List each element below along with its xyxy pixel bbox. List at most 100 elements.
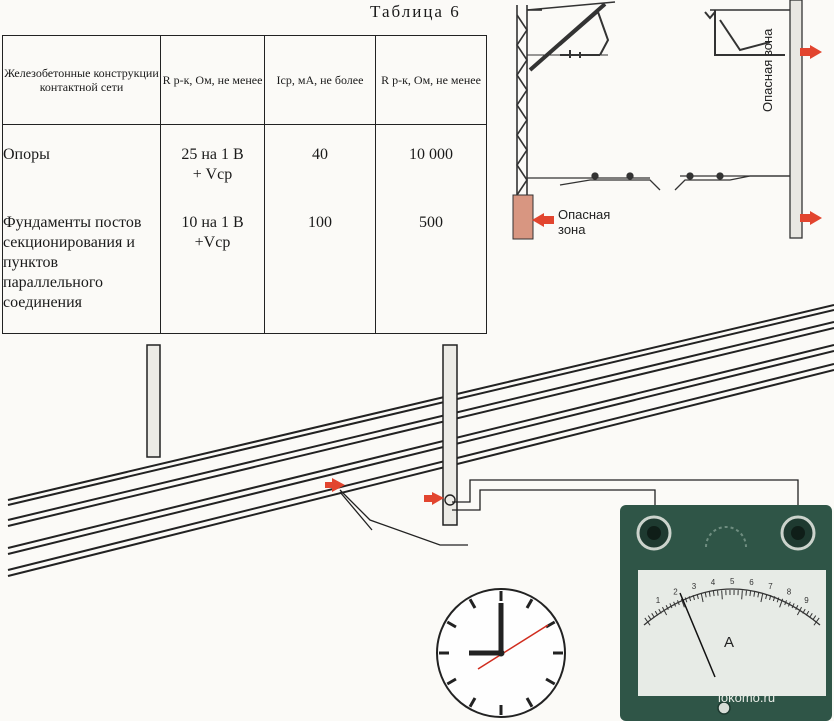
current-value: 100 [308,214,332,231]
ratio-value: 25 на 1 В [181,146,244,163]
meter-tick [749,591,752,597]
danger-arrow-rail [325,478,345,492]
header-resistance: R р-к, Ом, не менее [375,35,487,125]
meter-scale-label: 3 [692,582,697,591]
meter-tick [769,594,772,601]
watermark: lokomo.ru [718,690,776,705]
danger-arrow-right-bottom [800,211,822,225]
clock-tick [525,697,534,708]
meter-tick [673,601,677,607]
meter-tick [791,603,795,609]
header-resistance-ratio-text: R р-к, Ом, не менее [162,73,263,87]
clamp-icon [444,494,456,506]
clock-tick [446,620,457,629]
meter-tick [700,593,704,603]
clock-tick [525,598,534,609]
meter-tick [812,615,817,620]
clock-second-hand [477,624,549,670]
clock-icon [436,588,566,718]
danger-arrow-left [532,213,554,227]
meter-tick [772,596,776,602]
cantilever-left [527,2,610,72]
meter-tick [779,598,784,608]
meter-tick [684,597,688,603]
meter-tick [776,597,780,603]
meter-tick [796,606,803,616]
meter-tick [688,596,692,602]
zero-adjust-icon [705,526,747,548]
resistance-value: 10 000 [409,146,453,163]
meter-tick [692,594,695,601]
measurement-wires [339,479,799,546]
table-body-row: Опоры Фундаменты постов секционирования … [2,124,487,334]
meter-tick [757,592,760,598]
ammeter-needle [679,592,716,678]
foundation-outline [512,194,534,240]
danger-arrow-mast [424,492,444,505]
ratio-extra: +Vср [194,234,231,251]
meter-tick [753,591,756,597]
meter-tick [677,600,680,606]
meter-tick [809,613,813,618]
meter-tick [669,603,673,609]
meter-tick [644,617,651,626]
header-current: Iср, мА, не более [264,35,376,125]
header-current-text: Iср, мА, не более [276,73,364,87]
resistance-cell: 10 000 500 [375,124,487,334]
meter-tick [696,593,699,600]
meter-tick [802,608,806,614]
mast-left-lower [146,344,161,458]
ammeter-unit-label: A [724,634,734,651]
meter-tick [665,605,669,610]
clock-tick [446,677,457,686]
meter-tick [680,598,685,608]
meter-tick [741,590,743,600]
danger-zone-foundation [513,195,533,239]
meter-tick [651,613,655,618]
meter-tick [704,592,707,598]
clock-tick [545,677,556,686]
ratio-cell: 25 на 1 В + Vср 10 на 1 В +Vср [160,124,265,334]
table-caption: Таблица 6 [370,2,461,21]
track-section [527,172,790,191]
table-header-row: Железобетонные конструкции контактной се… [2,35,487,125]
header-structure: Железобетонные конструкции контактной се… [2,35,161,125]
table-row: Опоры [3,146,50,163]
meter-tick [661,606,668,616]
resistance-value: 500 [419,214,443,231]
lattice-mast [516,1,616,196]
cantilever-right [704,9,790,56]
meter-tick [795,605,799,610]
meter-tick [647,615,652,620]
clock-tick [468,697,477,708]
meter-tick [654,610,659,616]
danger-zone-label-line1: Опасная [558,207,611,222]
rails [7,304,834,577]
adjust-screw-icon [717,701,731,715]
meter-scale-label: 6 [749,578,754,587]
ratio-value: 10 на 1 В [181,214,244,231]
meter-tick [784,600,787,606]
meter-tick [721,590,723,600]
meter-tick [765,593,768,600]
meter-tick [708,591,711,597]
meter-scale-label: 9 [804,596,809,605]
meter-scale-label: 8 [787,588,792,597]
danger-arrow-right-top [800,45,822,59]
catenary-diagram [512,0,822,240]
mast-center [442,344,458,526]
danger-zone-label-line2: зона [558,222,586,237]
clock-ticks [439,591,563,715]
current-value: 40 [312,146,328,163]
header-resistance-text: R р-к, Ом, не менее [381,73,481,87]
concrete-mast-right [789,0,803,239]
meter-tick [658,608,662,614]
structure-names-cell: Опоры Фундаменты постов секционирования … [2,124,161,334]
danger-zone-label-left: Опасная зона [558,207,610,237]
meter-scale-label: 1 [656,596,661,605]
ratio-extra: + Vср [192,166,233,183]
meter-scale-label: 7 [768,582,773,591]
current-cell: 40 100 [264,124,376,334]
